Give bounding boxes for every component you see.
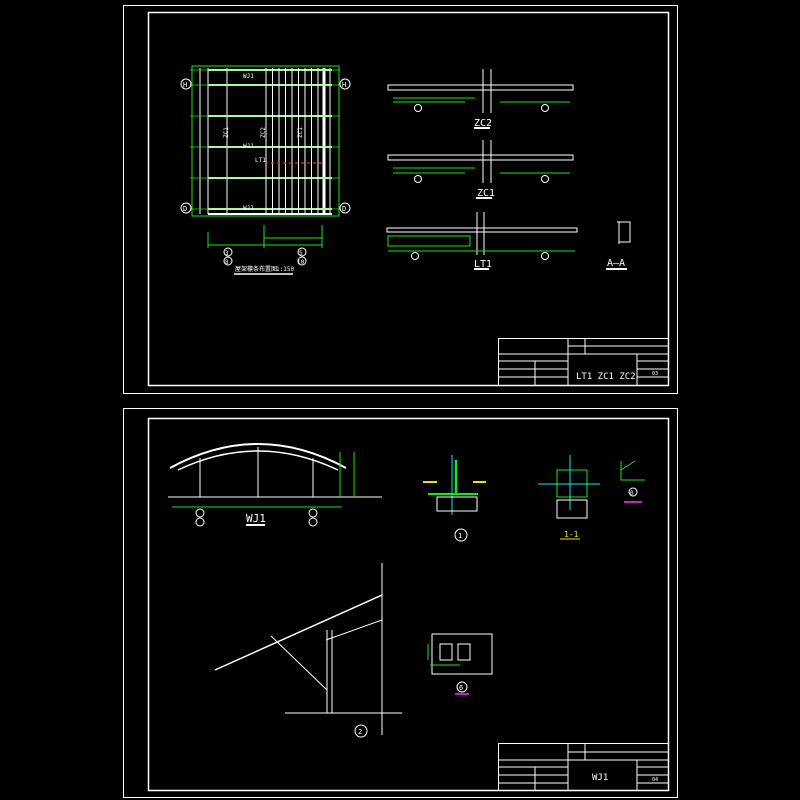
title-block-sheet-2: WJ1 04 — [498, 743, 669, 791]
title-block-sheet-1: LT1 ZC1 ZC2 03 — [498, 338, 669, 386]
elevation-title-wj1: WJ1 — [246, 512, 266, 525]
section-zc1: ZC1 — [387, 140, 574, 199]
detail-marker-0: 0 — [630, 490, 634, 497]
axis-label: 10 — [297, 259, 305, 266]
detail-1: 1 — [423, 455, 486, 542]
plan-label-zc3: ZC1 — [297, 127, 304, 138]
axis-label: H — [183, 81, 187, 89]
sheet-number: 03 — [652, 371, 658, 377]
detail-0: 0 — [620, 460, 645, 503]
sheet-1: LT1 WJ1 WJ1 WJ1 ZC1 ZC2 ZC1 H D H D 3 8 … — [123, 5, 678, 394]
plan-label-zc1: ZC1 — [223, 127, 230, 138]
detail-marker-1: 1 — [458, 532, 462, 540]
plan-label-wj1: WJ1 — [243, 205, 254, 212]
detail-marker-2: 2 — [358, 728, 362, 736]
axis-bubble — [180, 78, 192, 90]
axis-bubble — [339, 78, 351, 90]
axis-label: 3 — [225, 250, 229, 257]
roof-purlin-plan: LT1 WJ1 WJ1 WJ1 ZC1 ZC2 ZC1 H D H D 3 8 … — [180, 65, 351, 275]
plan-label-zc2: ZC2 — [260, 127, 267, 138]
plan-scale: 1:150 — [276, 266, 294, 273]
section-title-zc1: ZC1 — [477, 188, 495, 199]
truss-elevation-wj1: WJ1 — [168, 443, 382, 527]
drawing-name: LT1 ZC1 ZC2 — [576, 372, 636, 382]
sheet-2-inner-frame — [147, 417, 670, 792]
sheet-1-inner-frame — [147, 11, 670, 387]
detail-marker-6: 6 — [459, 684, 463, 692]
sheet-number: 04 — [652, 777, 658, 783]
axis-bubble — [339, 202, 351, 214]
section-a-a: A—A — [606, 221, 631, 270]
axis-label: D — [342, 205, 346, 213]
axis-label: 5 — [299, 250, 303, 257]
plan-label-wj1: WJ1 — [243, 143, 254, 150]
plan-label-wj1: WJ1 — [243, 73, 254, 80]
section-title-a-a: A—A — [607, 258, 625, 269]
section-zc2: ZC2 — [387, 69, 574, 129]
axis-label: 8 — [225, 259, 229, 266]
section-title-1-1: 1-1 — [564, 530, 579, 539]
axis-label: D — [183, 205, 187, 213]
detail-1-1: 1-1 — [538, 455, 600, 540]
sheet-2-outer-frame — [123, 408, 678, 798]
axis-label: H — [342, 81, 346, 89]
section-title-zc2: ZC2 — [474, 118, 492, 129]
drawing-name: WJ1 — [592, 773, 608, 783]
detail-2: 2 — [214, 563, 402, 738]
plan-outline — [191, 65, 340, 217]
plan-title: 屋架檩条布置图 — [235, 265, 277, 273]
detail-6: 6 — [427, 633, 493, 695]
sheet-2: WJ1 1 1-1 0 — [123, 408, 678, 798]
axis-bubble — [180, 202, 192, 214]
plan-label-lt1: LT1 — [255, 157, 266, 164]
sheet-1-outer-frame — [123, 5, 678, 394]
section-title-lt1: LT1 — [474, 259, 492, 270]
section-lt1: LT1 — [386, 212, 578, 270]
